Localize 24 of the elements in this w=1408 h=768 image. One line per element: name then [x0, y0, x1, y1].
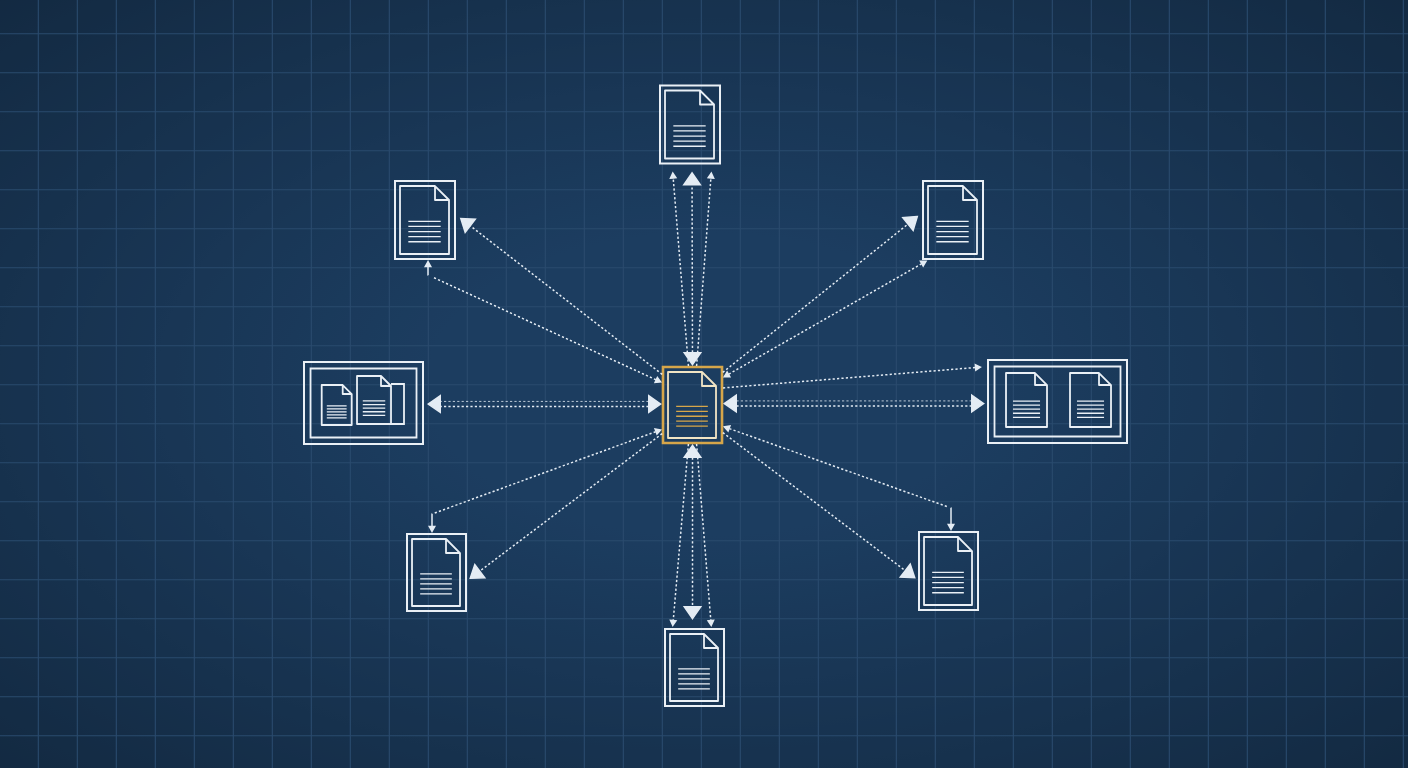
document-icon — [659, 84, 721, 165]
document-panel — [303, 361, 424, 445]
dotted-arrow — [722, 363, 982, 389]
dotted-arrow — [723, 425, 956, 531]
document-icon — [918, 531, 979, 611]
document-icon — [356, 375, 405, 425]
dotted-arrow — [669, 443, 690, 627]
document-icon — [394, 180, 456, 260]
document-icon — [320, 384, 353, 426]
document-icon — [664, 628, 725, 707]
dotted-arrow — [428, 428, 662, 533]
dotted-arrow — [695, 443, 715, 627]
document-icon — [1005, 372, 1048, 428]
dotted-arrow — [469, 432, 663, 580]
document-icon — [1069, 372, 1112, 428]
dotted-arrow — [722, 431, 916, 579]
dotted-arrow — [723, 393, 985, 414]
dotted-arrow — [722, 215, 919, 374]
document-icon — [661, 365, 724, 445]
document-icon — [922, 180, 984, 260]
dotted-arrow — [682, 444, 703, 620]
document-panel — [987, 359, 1128, 444]
dotted-arrow — [427, 394, 662, 414]
document-icon — [406, 533, 467, 612]
